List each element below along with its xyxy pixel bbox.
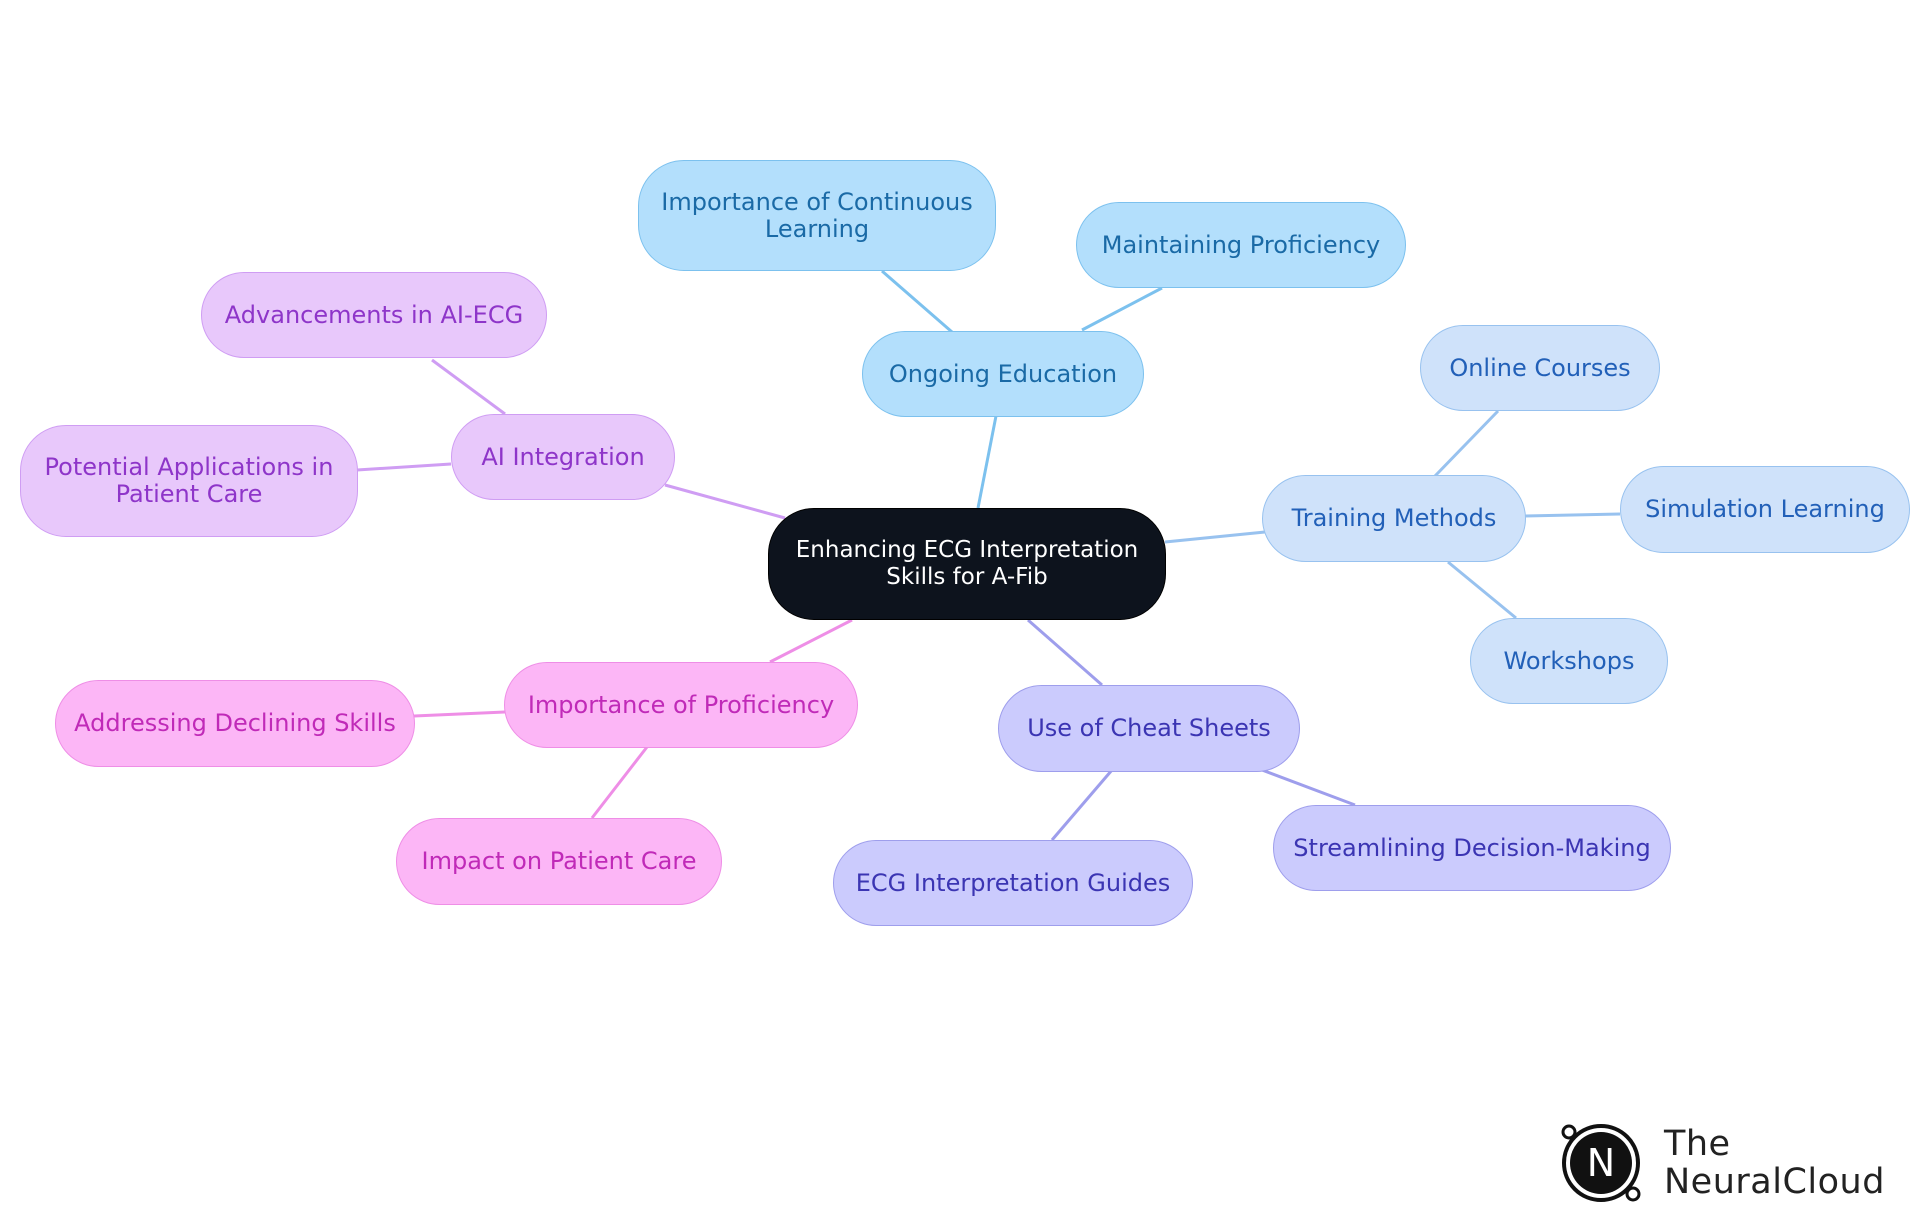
edge-pr-declining bbox=[413, 710, 506, 718]
logo-text-line-2: NeuralCloud bbox=[1664, 1162, 1885, 1202]
streamlining-label: Streamlining Decision-Making bbox=[1293, 833, 1651, 862]
root-node[interactable]: Enhancing ECG Interpretation Skills for … bbox=[768, 508, 1166, 620]
training-methods-node[interactable]: Training Methods bbox=[1262, 475, 1526, 562]
declining-skills-node[interactable]: Addressing Declining Skills bbox=[55, 680, 415, 767]
maintaining-proficiency-node[interactable]: Maintaining Proficiency bbox=[1076, 202, 1406, 288]
ai-integration-node[interactable]: AI Integration bbox=[451, 414, 675, 500]
edge-root-cheat-sheets bbox=[1027, 618, 1103, 687]
edge-cs-guides bbox=[1050, 769, 1114, 841]
neuralcloud-logo: N The NeuralCloud bbox=[1558, 1118, 1888, 1208]
neuralcloud-logo-icon: N bbox=[1561, 1124, 1641, 1202]
streamlining-node[interactable]: Streamlining Decision-Making bbox=[1273, 805, 1671, 891]
workshops-label: Workshops bbox=[1503, 646, 1635, 675]
edge-tm-online-courses bbox=[1433, 409, 1500, 478]
maintaining-proficiency-label: Maintaining Proficiency bbox=[1101, 230, 1381, 259]
continuous-learning-line-1: Importance of Continuous bbox=[661, 187, 973, 216]
patient-impact-node[interactable]: Impact on Patient Care bbox=[396, 818, 722, 905]
cheat-sheets-node[interactable]: Use of Cheat Sheets bbox=[998, 685, 1300, 772]
ai-advancements-label: Advancements in AI-ECG bbox=[224, 300, 524, 329]
ai-advancements-node[interactable]: Advancements in AI-ECG bbox=[201, 272, 547, 358]
ecg-guides-node[interactable]: ECG Interpretation Guides bbox=[833, 840, 1193, 926]
patient-impact-label: Impact on Patient Care bbox=[421, 847, 697, 875]
edge-oe-continuous-learning bbox=[881, 269, 953, 334]
online-courses-node[interactable]: Online Courses bbox=[1420, 325, 1660, 411]
edge-ai-applications bbox=[356, 462, 452, 472]
edge-root-proficiency bbox=[769, 618, 853, 664]
proficiency-label: Importance of Proficiency bbox=[527, 690, 835, 719]
ai-applications-node[interactable]: Potential Applications in Patient Care bbox=[20, 425, 358, 537]
ai-applications-line-1: Potential Applications in bbox=[44, 453, 334, 481]
training-methods-label: Training Methods bbox=[1291, 504, 1497, 532]
edge-pr-impact bbox=[590, 746, 649, 819]
simulation-learning-label: Simulation Learning bbox=[1645, 495, 1885, 523]
edge-cs-streamlining bbox=[1261, 768, 1356, 807]
simulation-learning-node[interactable]: Simulation Learning bbox=[1620, 466, 1910, 553]
ai-applications-line-2: Patient Care bbox=[115, 480, 263, 508]
ecg-guides-label: ECG Interpretation Guides bbox=[855, 868, 1171, 897]
root-line-2: Skills for A-Fib bbox=[886, 564, 1048, 590]
edge-root-training-methods bbox=[1164, 530, 1266, 544]
logo-letter: N bbox=[1587, 1141, 1615, 1185]
workshops-node[interactable]: Workshops bbox=[1470, 618, 1668, 704]
root-line-1: Enhancing ECG Interpretation bbox=[795, 537, 1139, 563]
edge-root-ai-integration bbox=[664, 483, 786, 520]
edge-tm-simulation bbox=[1524, 512, 1621, 518]
cheat-sheets-label: Use of Cheat Sheets bbox=[1027, 714, 1271, 742]
edge-oe-maintaining-proficiency bbox=[1081, 286, 1163, 332]
ongoing-education-node[interactable]: Ongoing Education bbox=[862, 331, 1144, 417]
proficiency-node[interactable]: Importance of Proficiency bbox=[504, 662, 858, 748]
edge-ai-advancements bbox=[431, 358, 506, 416]
online-courses-label: Online Courses bbox=[1449, 353, 1631, 382]
edge-tm-workshops bbox=[1447, 560, 1517, 620]
declining-skills-label: Addressing Declining Skills bbox=[74, 709, 396, 737]
continuous-learning-line-2: Learning bbox=[764, 214, 870, 243]
ai-integration-label: AI Integration bbox=[481, 442, 645, 471]
ongoing-education-label: Ongoing Education bbox=[888, 359, 1118, 388]
continuous-learning-node[interactable]: Importance of Continuous Learning bbox=[638, 160, 996, 271]
edge-root-ongoing-education bbox=[976, 415, 998, 509]
logo-text-line-1: The bbox=[1664, 1124, 1731, 1164]
